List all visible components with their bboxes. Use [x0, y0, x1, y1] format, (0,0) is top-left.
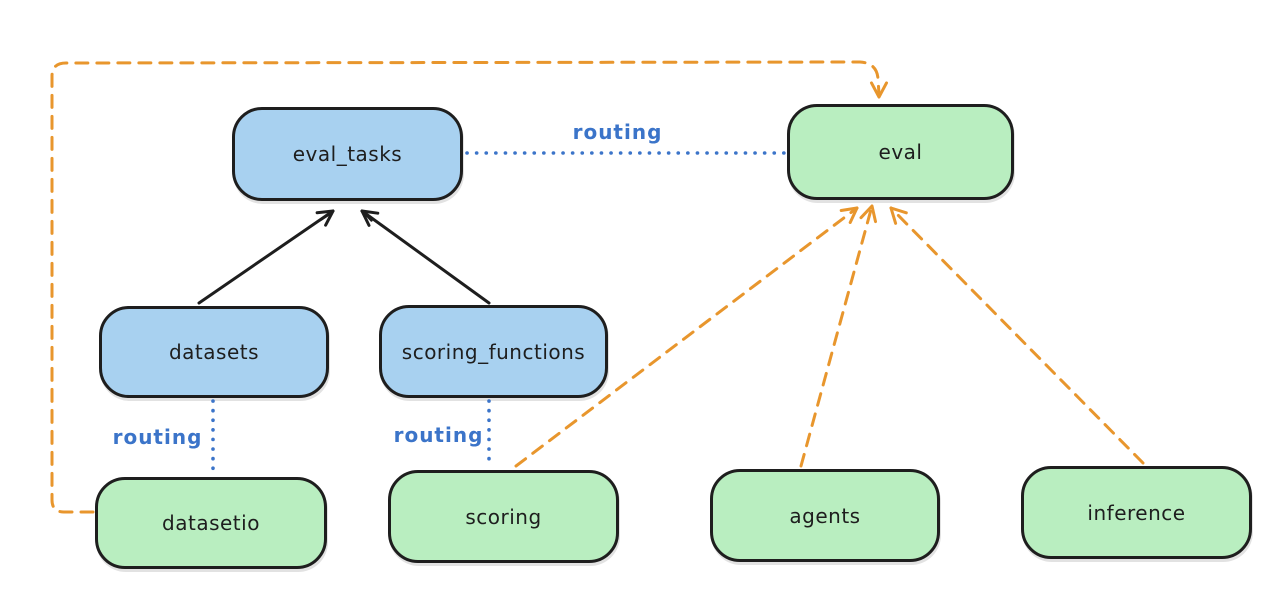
routing-label-scoring: routing [393, 423, 484, 447]
edge-datasets-to-eval_tasks [197, 209, 335, 305]
edge-inference-to-eval [889, 206, 1145, 465]
node-agents-label: agents [789, 503, 861, 528]
arrowhead [315, 209, 335, 227]
routing-label-datasetio: routing [112, 425, 203, 449]
node-datasetio: datasetio [95, 477, 327, 569]
node-eval_tasks-label: eval_tasks [292, 142, 403, 166]
arrowhead [319, 212, 332, 222]
routing-label-top: routing [572, 120, 663, 144]
node-eval-label: eval [878, 140, 923, 164]
node-datasetio-label: datasetio [162, 511, 260, 535]
node-eval: eval [787, 104, 1014, 200]
arrowhead [363, 211, 373, 222]
arrowhead [839, 206, 859, 224]
node-inference: inference [1021, 466, 1252, 559]
node-agents: agents [710, 469, 940, 562]
node-scoring_functions: scoring_functions [379, 305, 608, 398]
arrowhead [360, 209, 380, 227]
arrowhead [870, 81, 888, 99]
node-datasets-label: datasets [168, 340, 260, 364]
node-scoring_functions-label: scoring_functions [401, 339, 586, 364]
arrowhead [859, 204, 877, 224]
edge-agents-to-eval [799, 204, 877, 468]
node-scoring-label: scoring [465, 504, 542, 529]
node-datasets: datasets [99, 306, 329, 398]
node-scoring: scoring [388, 470, 619, 563]
node-eval_tasks: eval_tasks [232, 107, 463, 201]
node-inference-label: inference [1087, 500, 1186, 525]
arrowhead [889, 206, 908, 225]
edge-scoring_functions-to-eval_tasks [360, 209, 491, 305]
